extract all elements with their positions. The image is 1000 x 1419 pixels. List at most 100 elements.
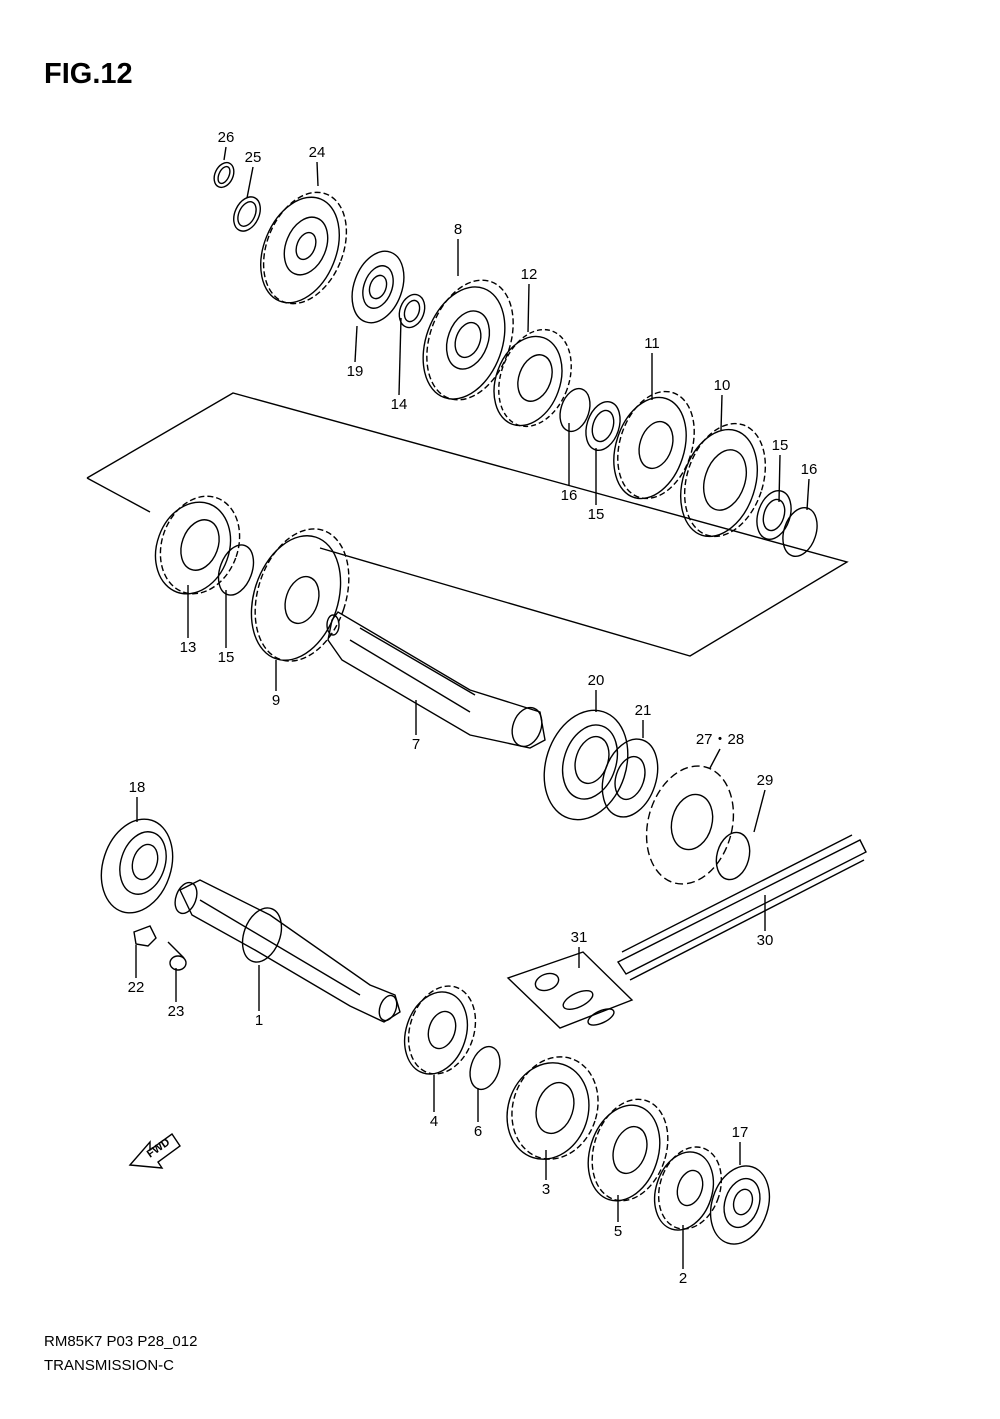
callout-number: 23 — [168, 1003, 185, 1020]
part-gear-13 — [154, 495, 241, 595]
part-bearing-19 — [351, 250, 405, 324]
callout-number: 21 — [635, 702, 652, 719]
callout-30: 5 — [614, 1195, 622, 1240]
callout-17: 20 — [588, 672, 605, 712]
part-circlip-15-right — [782, 507, 818, 557]
callout-number: 15 — [218, 649, 235, 666]
callout-number: 29 — [757, 772, 774, 789]
callout-leader — [778, 454, 781, 503]
callout-leader — [223, 146, 227, 161]
callout-number: 19 — [347, 363, 364, 380]
callout-0: 26 — [218, 129, 235, 161]
callout-number: 15 — [772, 437, 789, 454]
callout-29: 3 — [542, 1150, 550, 1198]
part-bearing-17 — [709, 1165, 771, 1245]
callout-28: 6 — [474, 1088, 482, 1140]
callout-number: 20 — [588, 672, 605, 689]
callout-3: 8 — [454, 221, 462, 276]
callout-leader — [709, 748, 721, 769]
callout-20: 29 — [753, 772, 774, 833]
callout-leader — [354, 325, 358, 363]
callout-number: 5 — [614, 1223, 622, 1240]
callout-number: 13 — [180, 639, 197, 656]
callout-22: 22 — [128, 945, 145, 996]
part-chain-30 — [616, 834, 867, 981]
callout-4: 12 — [521, 266, 537, 333]
callout-number: 25 — [245, 149, 262, 166]
part-washer-25 — [233, 196, 261, 232]
group-frame-lead — [86, 477, 151, 513]
callout-leader — [527, 283, 530, 333]
part-gear-24 — [260, 191, 348, 305]
part-gear-5 — [587, 1098, 669, 1202]
group-frame — [86, 392, 849, 657]
callout-18: 21 — [635, 702, 652, 738]
callout-leader — [246, 166, 254, 199]
callout-number: 24 — [309, 144, 326, 161]
callout-6: 14 — [391, 317, 408, 413]
callout-24: 1 — [255, 965, 263, 1029]
part-gear-10 — [680, 422, 767, 538]
callout-number: 7 — [412, 736, 420, 753]
callout-number: 31 — [571, 929, 588, 946]
callout-number: 16 — [561, 487, 578, 504]
part-bearing-20 — [543, 709, 629, 821]
callout-number: 26 — [218, 129, 235, 146]
callout-21: 18 — [129, 779, 146, 822]
callout-leader — [753, 789, 766, 833]
diagram-name: TRANSMISSION-C — [44, 1357, 175, 1374]
part-circlip-15-left — [217, 544, 255, 596]
callout-25: 31 — [571, 929, 588, 968]
callout-19: 27・28 — [696, 731, 744, 769]
callout-number: 2 — [679, 1270, 687, 1287]
callout-leader — [720, 394, 723, 431]
part-gear-9 — [250, 528, 350, 662]
part-screw-23 — [167, 941, 187, 971]
callout-23: 23 — [168, 968, 185, 1020]
callout-12: 16 — [801, 461, 818, 511]
part-circlip-15-upper — [559, 387, 591, 433]
part-chain-joint-31 — [506, 951, 634, 1029]
part-circlip-29 — [715, 831, 751, 881]
callout-number: 30 — [757, 932, 774, 949]
callout-27: 4 — [430, 1075, 438, 1130]
callout-number: 9 — [272, 692, 280, 709]
part-gear-8 — [422, 279, 514, 401]
part-washer-16-lower — [756, 490, 792, 540]
callout-32: 2 — [679, 1225, 687, 1287]
callout-number: 16 — [801, 461, 818, 478]
figure-title: FIG.12 — [44, 58, 133, 90]
callout-number: 14 — [391, 396, 408, 413]
part-circlip-26 — [213, 161, 235, 189]
callout-10: 15 — [588, 448, 605, 523]
part-gear-12 — [493, 328, 572, 428]
callout-15: 9 — [272, 660, 280, 709]
part-shaft-1 — [174, 879, 401, 1023]
callout-number: 10 — [714, 377, 731, 394]
part-washer-14 — [398, 293, 426, 329]
callout-leader — [806, 478, 810, 511]
callout-31: 17 — [732, 1124, 749, 1165]
callout-leader — [316, 161, 319, 187]
diagram-code: RM85K7 P03 P28_012 — [44, 1333, 198, 1350]
callout-number: 3 — [542, 1181, 550, 1198]
callout-number: 22 — [128, 979, 145, 996]
callout-number: 17 — [732, 1124, 749, 1141]
part-retainer-22 — [133, 925, 157, 947]
callout-7: 11 — [644, 335, 660, 400]
callout-number: 4 — [430, 1113, 438, 1130]
callout-16: 7 — [412, 700, 420, 753]
callout-number: 15 — [588, 506, 605, 523]
callout-number: 6 — [474, 1123, 482, 1140]
callout-leader — [398, 317, 402, 396]
part-gear-2 — [653, 1146, 723, 1231]
callout-number: 8 — [454, 221, 462, 238]
callout-9: 16 — [561, 423, 578, 504]
callout-number: 18 — [129, 779, 146, 796]
part-gear-11 — [613, 390, 695, 500]
callout-26: 30 — [757, 895, 774, 949]
callout-8: 10 — [714, 377, 731, 431]
